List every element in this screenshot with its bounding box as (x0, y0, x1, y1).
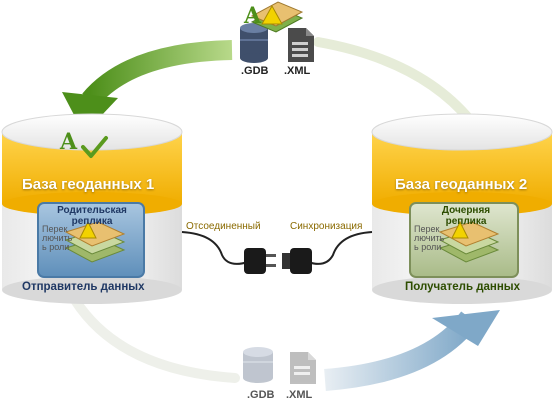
top-map-layers-icon (250, 1, 304, 33)
badge-a-left: A (60, 129, 78, 155)
plug-connector (181, 231, 373, 274)
geodatabase-1-title: База геоданных 1 (22, 176, 155, 193)
parent-replica-panel (37, 202, 145, 278)
child-replica-title: Дочерняя реплика (424, 205, 508, 227)
data-receiver-label: Получатель данных (405, 281, 521, 293)
badge-a-top: A (244, 3, 262, 29)
green-sync-arrow (62, 40, 233, 134)
top-gdb-icon (240, 23, 268, 63)
data-sender-label: Отправитель данных (22, 281, 145, 293)
check-icon (81, 136, 108, 158)
bottom-xml-icon (290, 352, 316, 384)
parent-replica-sub-line3: ь роли (42, 242, 70, 252)
child-replica-sub-line2: лючить (414, 233, 445, 243)
layers-icon (438, 220, 500, 263)
parent-replica-title: Родительская реплика (50, 205, 134, 227)
top-xml-icon (288, 28, 314, 62)
parent-replica-switch-role: Перек лючить ь роли (42, 225, 72, 252)
plug-left-icon (244, 248, 276, 274)
top-gdb-label: .GDB (241, 65, 269, 77)
child-replica-sub-line1: Перек (414, 224, 440, 234)
child-replica-switch-role: Перек лючить ь роли (414, 225, 444, 252)
top-xml-label: .XML (284, 65, 311, 77)
blue-sync-arrow (324, 310, 500, 391)
layers-icon (64, 220, 126, 263)
synchronization-label: Синхронизация (290, 221, 363, 232)
child-replica-title-line2: реплика (445, 216, 487, 227)
parent-replica-sub-line2: лючить (42, 233, 73, 243)
bottom-xml-label: .XML (286, 389, 313, 401)
geodatabase-2-title: База геоданных 2 (395, 176, 528, 193)
disconnected-label: Отсоединенный (186, 221, 261, 232)
parent-replica-title-line2: реплика (71, 216, 113, 227)
parent-replica-sub-line1: Перек (42, 224, 68, 234)
child-replica-sub-line3: ь роли (414, 242, 442, 252)
lower-left-arc (70, 295, 240, 383)
upper-right-arc (313, 37, 475, 125)
plug-right-icon (282, 248, 312, 274)
child-replica-title-line1: Дочерняя (441, 205, 491, 216)
bottom-gdb-icon (243, 347, 273, 383)
child-replica-panel (409, 202, 519, 278)
parent-replica-title-line1: Родительская (57, 205, 127, 216)
bottom-gdb-label: .GDB (247, 389, 275, 401)
